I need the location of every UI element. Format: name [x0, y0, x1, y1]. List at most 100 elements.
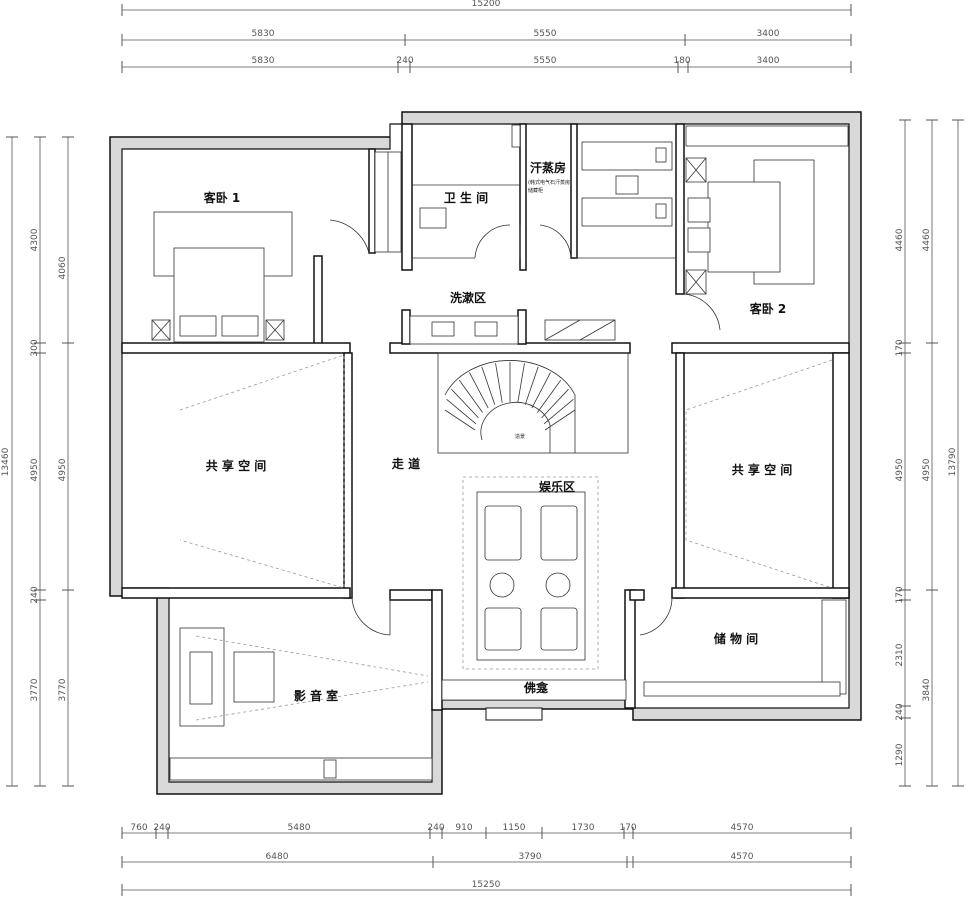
stair-tread — [524, 366, 539, 405]
stair-tread — [544, 409, 576, 431]
sauna-bench-icon — [581, 197, 673, 227]
dim-bot-r2-2: 3790 — [519, 852, 542, 862]
room-label-guest-bedroom-2: 客卧 2 — [749, 301, 787, 316]
sofa-icon — [179, 627, 225, 727]
dim-left-outer: 13460 — [1, 447, 11, 476]
dim-bot-r1-8: 170 — [619, 823, 636, 833]
dim-bot-r2-3: 4570 — [731, 852, 754, 862]
armchair-icon — [540, 607, 578, 651]
room-label-buddha-niche: 佛龛 — [523, 680, 549, 695]
dim-left-c1-5: 3770 — [30, 678, 40, 701]
dim-right-c2-1: 4460 — [922, 228, 932, 251]
cabinet-icon — [169, 757, 433, 781]
armchair-icon — [540, 505, 578, 561]
dim-left-c1-4: 240 — [30, 586, 40, 603]
room-label-shared-space-right: 共 享 空 间 — [732, 462, 793, 477]
dim-top-r3-5: 3400 — [757, 56, 780, 66]
dim-right-c1-4: 170 — [895, 586, 905, 603]
interior-walls — [121, 123, 850, 721]
stair-label: 造景 — [515, 433, 525, 440]
dim-right-c1-5: 2310 — [895, 643, 905, 666]
dim-left-c2-3: 3770 — [58, 678, 68, 701]
dim-top-r2-2: 5550 — [534, 29, 557, 39]
shelf-icon — [643, 681, 841, 697]
bathroom: 卫 生 间 — [412, 124, 521, 229]
dim-right-c1-6: 240 — [895, 703, 905, 720]
stair-tread — [495, 363, 503, 403]
room-label-bathroom: 卫 生 间 — [444, 190, 488, 205]
dim-top-r3-2: 240 — [396, 56, 413, 66]
room-label-washing-area: 洗漱区 — [450, 290, 486, 305]
bottom-dimension-lines: 760 240 5480 240 910 1150 1730 170 4570 … — [121, 823, 852, 896]
room-label-entertainment: 娱乐区 — [539, 479, 575, 494]
dim-right-c2-3: 3840 — [922, 678, 932, 701]
room-label-media-room: 影 音 室 — [294, 688, 338, 703]
stair-tread — [451, 388, 479, 419]
storage-room: 储 物 间 — [643, 599, 847, 697]
media-room: 影 音 室 — [169, 627, 433, 781]
coffee-table-icon — [233, 651, 275, 703]
dim-left-c1-1: 4300 — [30, 228, 40, 251]
dim-top-total: 15200 — [472, 0, 501, 9]
stool-icon — [545, 572, 571, 598]
dim-bot-r1-7: 1730 — [572, 823, 595, 833]
dim-top-r3-4: 180 — [673, 56, 690, 66]
stair-tread — [481, 366, 496, 405]
stair-tread — [444, 409, 476, 431]
guest-bedroom-1: 客卧 1 — [151, 190, 293, 343]
dim-left-c2-1: 4060 — [58, 256, 68, 279]
top-dimension-lines: 15200 5830 5550 3400 5830 240 5550 180 3… — [121, 0, 852, 73]
stair-tread — [543, 399, 574, 425]
shared-space-left: 共 享 空 间 — [179, 354, 345, 589]
dim-bot-r1-1: 760 — [130, 823, 147, 833]
dim-right-c1-3: 4950 — [895, 458, 905, 481]
entertainment-area: 娱乐区 — [462, 476, 599, 670]
stair-tread — [541, 388, 569, 419]
stair-tread — [469, 372, 489, 409]
stair-tread — [446, 399, 477, 425]
dim-right-c1-1: 4460 — [895, 228, 905, 251]
armchair-icon — [484, 607, 522, 651]
bed-icon — [707, 181, 781, 273]
stool-icon — [489, 572, 515, 598]
room-label-sauna: 汗蒸房 — [530, 160, 566, 175]
shelf-icon — [821, 599, 847, 695]
dim-bot-r1-6: 1150 — [503, 823, 526, 833]
wardrobe-icon — [685, 125, 849, 147]
doors — [329, 219, 721, 636]
stair-tread — [458, 379, 483, 413]
dim-bot-r1-5: 910 — [455, 823, 472, 833]
dim-bot-r1-4: 240 — [427, 823, 444, 833]
room-label-storage: 储 物 间 — [714, 631, 758, 646]
dim-bot-r2-1: 6480 — [266, 852, 289, 862]
left-dimension-lines: 13460 4300 300 4950 240 3770 4060 4950 3… — [1, 136, 74, 787]
dim-right-c2-2: 4950 — [922, 458, 932, 481]
dim-bot-r1-2: 240 — [153, 823, 170, 833]
sink-icon — [431, 321, 455, 337]
buddha-niche: 佛龛 — [441, 679, 627, 701]
dim-right-outer: 13790 — [948, 447, 958, 476]
dim-top-r2-3: 3400 — [757, 29, 780, 39]
dim-top-r3-1: 5830 — [252, 56, 275, 66]
room-label-guest-bedroom-1: 客卧 1 — [203, 190, 241, 205]
dim-right-c1-7: 1290 — [895, 743, 905, 766]
staircase: 造景 — [437, 352, 629, 454]
armchair-icon — [484, 505, 522, 561]
sauna-note: (韩式电气石汗蒸房) — [528, 179, 572, 186]
sauna-note-2: 储藏柜 — [528, 187, 543, 194]
guest-bedroom-2: 客卧 2 — [685, 125, 849, 316]
dim-top-r3-3: 5550 — [534, 56, 557, 66]
shared-space-right: 共 享 空 间 — [685, 359, 833, 589]
dim-left-c1-2: 300 — [30, 339, 40, 356]
washing-area: 洗漱区 — [409, 290, 616, 345]
sink-icon — [474, 321, 498, 337]
toilet-icon — [419, 207, 447, 229]
dim-left-c1-3: 4950 — [30, 458, 40, 481]
wardrobe-icon — [374, 151, 402, 253]
dim-top-r2-1: 5830 — [252, 29, 275, 39]
dim-right-c1-2: 170 — [895, 339, 905, 356]
right-dimension-lines: 4460 170 4950 170 2310 240 1290 4460 495… — [895, 119, 964, 787]
dim-bot-r1-9: 4570 — [731, 823, 754, 833]
stair-tread — [537, 379, 562, 413]
